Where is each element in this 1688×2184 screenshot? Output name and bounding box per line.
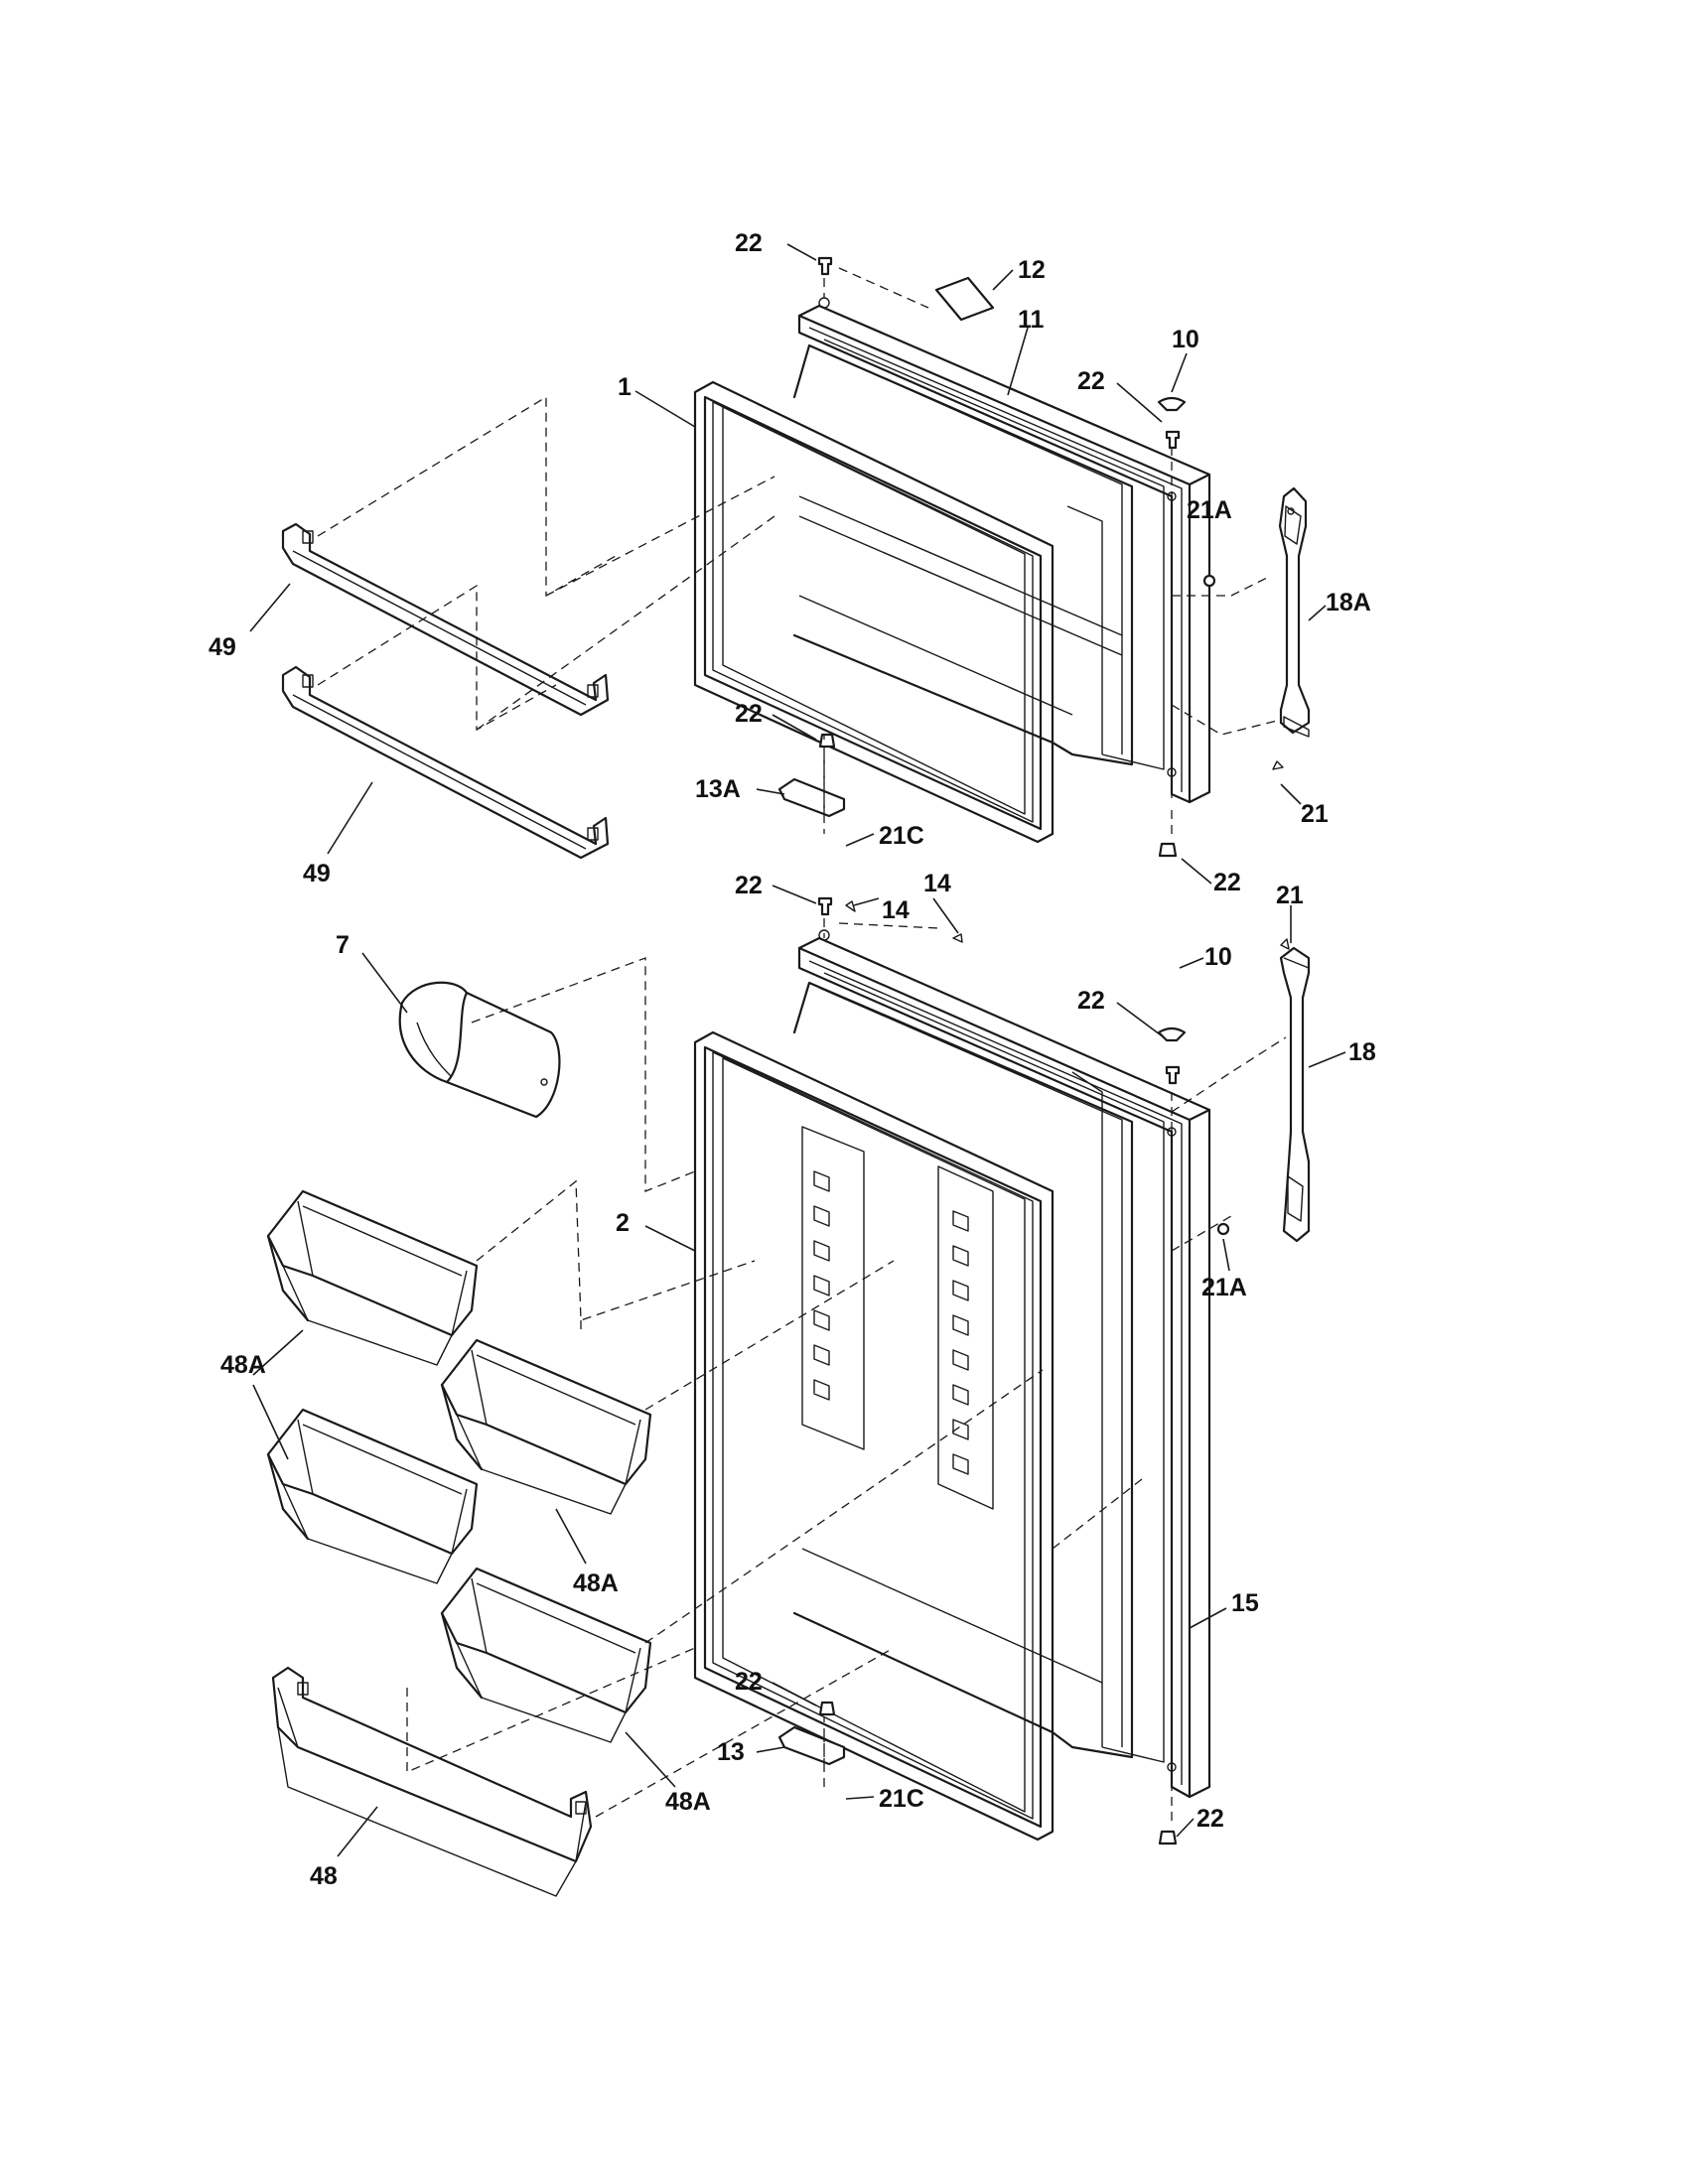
hinge-top [777,777,846,818]
callout-10: 10 [1172,326,1199,353]
freezer-door-handle [1278,486,1311,738]
callout-22: 22 [1213,869,1241,896]
door-bin-large [271,1666,593,1897]
callout-10: 10 [1204,943,1232,971]
callout-21a: 21A [1201,1274,1247,1301]
callout-22: 22 [735,1668,763,1696]
callout-1: 1 [618,373,632,401]
callout-22: 22 [1196,1805,1224,1833]
callout-21: 21 [1301,800,1329,828]
callout-14: 14 [923,870,951,897]
callout-21c: 21C [879,1785,924,1813]
fresh-food-door-panel [792,929,1211,1799]
freezer-door-panel [792,297,1211,804]
callout-2: 2 [616,1209,630,1237]
dairy-compartment [398,981,561,1119]
callout-11: 11 [1018,306,1045,334]
callout-18: 18 [1348,1038,1376,1066]
callout-14: 14 [882,896,910,924]
callout-22: 22 [1077,367,1105,395]
fresh-food-door-gasket [693,1030,1055,1842]
door-shelf-bar-lower [281,665,610,860]
liner-shelf-supports [813,1170,969,1475]
door-bin-lower-left [266,1408,479,1584]
callout-22: 22 [735,872,763,899]
callout-48: 48 [310,1862,338,1890]
callout-21c: 21C [879,822,924,850]
part-callouts: 22 12 11 10 22 1 21A 18A 49 22 13A 21C 2… [209,229,1376,1890]
callout-48a: 48A [665,1788,711,1816]
callout-48a: 48A [220,1351,266,1379]
callout-48a: 48A [573,1570,619,1597]
leader-lines [249,243,1346,1857]
callout-7: 7 [336,931,350,959]
callout-13a: 13A [695,775,741,803]
callout-15: 15 [1231,1589,1259,1617]
callout-22: 22 [735,700,763,728]
label-plate [934,276,995,322]
door-shelf-bar-upper [281,522,610,717]
fresh-food-door-handle [1279,946,1311,1243]
callout-21: 21 [1276,882,1304,909]
door-bin-middle-right [440,1338,652,1515]
assembly-dashed-lines [317,267,1287,1827]
callout-13: 13 [717,1738,745,1766]
callout-49: 49 [209,633,236,661]
callout-18a: 18A [1326,589,1371,616]
callout-12: 12 [1018,256,1046,284]
fasteners [817,256,1290,1845]
door-bin-lower-right [440,1567,652,1743]
callout-49: 49 [303,860,331,887]
callout-22: 22 [1077,987,1105,1015]
callout-21a: 21A [1187,496,1232,524]
freezer-door-gasket [693,380,1055,844]
callout-22: 22 [735,229,763,257]
door-bin-upper-left [266,1189,479,1366]
